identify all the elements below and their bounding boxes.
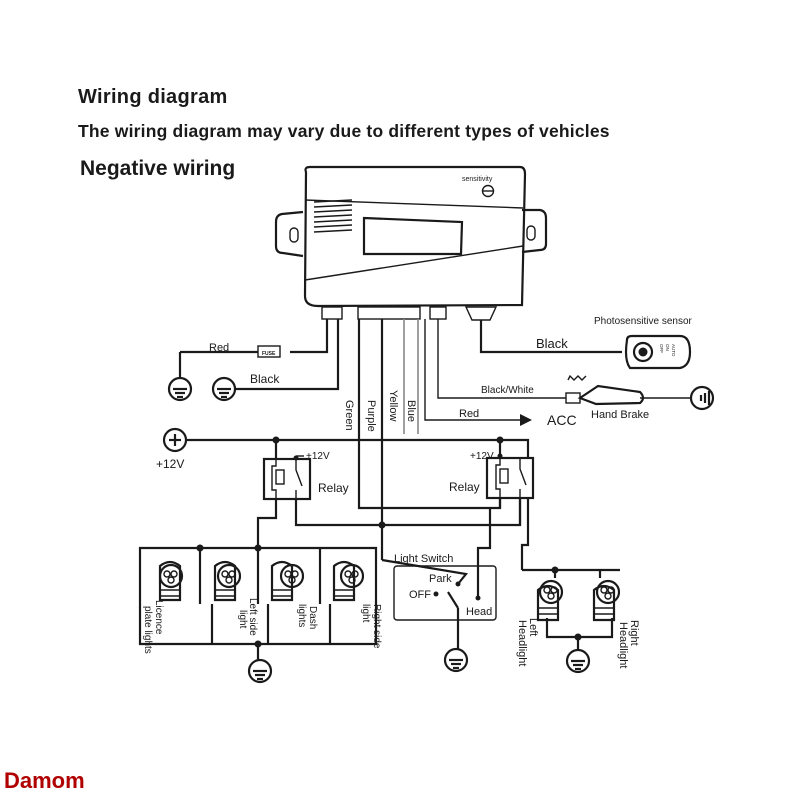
label-relay-right: Relay [449, 480, 480, 494]
label-left: Left [527, 618, 539, 636]
label-relay-right-12v: +12V [470, 451, 494, 462]
label-licence: Licence [153, 600, 164, 635]
bulb-icon [270, 560, 305, 602]
wire-black-white [437, 319, 566, 399]
label-blue: Blue [405, 400, 417, 422]
module-vent-grille [313, 199, 353, 233]
wire-head-switch [476, 508, 492, 572]
label-right-headlight: Headlight [617, 622, 629, 668]
ground-icon [211, 376, 237, 402]
module-top-edge [304, 199, 524, 209]
relay-right [485, 453, 535, 500]
label-right: Right [628, 620, 640, 646]
label-light-switch: Light Switch [394, 553, 453, 565]
module-bottom-edge [304, 245, 524, 281]
module-body [303, 165, 527, 308]
wire-red-acc [424, 319, 520, 421]
label-yellow: Yellow [387, 390, 399, 421]
bulb-icon [158, 560, 184, 602]
label-black-white: Black/White [481, 385, 534, 396]
section-heading: Negative wiring [80, 157, 236, 180]
label-black-left: Black [250, 372, 280, 386]
wire-black-sensor [479, 320, 622, 354]
sensor-mark-off: OFF [659, 344, 664, 353]
label-park: Park [429, 573, 452, 585]
connector-sensor [464, 306, 498, 321]
label-left-headlight: Headlight [516, 620, 528, 666]
label-relay-left-12v: +12V [306, 451, 330, 462]
watermark: Damom [4, 768, 85, 793]
fuse-label: FUSE [262, 351, 276, 357]
label-acc: ACC [547, 412, 577, 428]
module-ear-left [274, 210, 304, 258]
label-dash: Dash [307, 606, 318, 629]
ground-icon [167, 376, 193, 402]
sensor-mark-auto: AUTO [671, 344, 676, 357]
control-module: sensitivity [274, 165, 548, 321]
label-plate-lights: plate lights [142, 606, 153, 654]
label-photosensor: Photosensitive sensor [594, 316, 693, 327]
switch-lever[interactable] [447, 591, 459, 609]
label-green: Green [343, 400, 355, 431]
arrow-right-icon [520, 414, 532, 426]
wire-left-relay-out [256, 499, 278, 548]
bulb-icon [213, 560, 242, 602]
diagram-title: Wiring diagram [78, 86, 228, 108]
module-ear-right [521, 208, 548, 254]
label-black-sensor: Black [536, 336, 568, 351]
light-switch-box [393, 565, 497, 621]
diagram-subtitle: The wiring diagram may vary due to diffe… [78, 121, 610, 141]
sensor-mark-on: ON [665, 344, 670, 351]
wire-parking-lights-loop [138, 546, 378, 646]
connector-brake [429, 306, 447, 320]
plus-terminal-icon [162, 427, 188, 453]
connector-main [357, 306, 421, 320]
label-off: OFF [409, 589, 431, 601]
label-hand-brake: Hand Brake [591, 409, 649, 421]
ground-icon [565, 648, 591, 674]
label-purple: Purple [365, 400, 377, 432]
label-right-side: Right side [371, 604, 382, 649]
wire-black-ground [236, 319, 340, 391]
label-left-side: Left side [247, 598, 258, 636]
sensitivity-knob-icon[interactable] [481, 184, 495, 198]
label-dash-lights: lights [296, 604, 307, 627]
wire-right-relay-out [520, 498, 530, 570]
ground-icon [689, 385, 715, 411]
module-ear-right-hole [526, 225, 536, 241]
label-plus12v: +12V [156, 457, 184, 471]
label-red: Red [209, 342, 229, 354]
label-red-acc: Red [459, 408, 479, 420]
label-right-side-light: light [360, 604, 371, 623]
bulb-icon [536, 579, 564, 622]
bulb-icon [332, 560, 365, 602]
module-display-window[interactable] [362, 216, 464, 256]
wire-red-module [290, 319, 329, 354]
label-left-side-light: light [237, 610, 248, 629]
photosensor-icon: AUTO ON OFF [624, 334, 692, 370]
hand-brake-switch-icon [565, 374, 690, 406]
switch-contact-off [433, 591, 439, 597]
bulb-icon [592, 579, 621, 622]
connector-power [321, 306, 343, 320]
module-ear-left-hole [289, 227, 299, 243]
wire-left-relay-ctrl [294, 499, 382, 527]
label-relay-left: Relay [318, 481, 349, 495]
sensitivity-label: sensitivity [462, 176, 493, 183]
ground-icon [247, 658, 273, 684]
wire-12v-bus [186, 438, 530, 457]
ground-icon [443, 647, 469, 673]
label-head: Head [466, 606, 492, 618]
relay-left [262, 455, 312, 501]
